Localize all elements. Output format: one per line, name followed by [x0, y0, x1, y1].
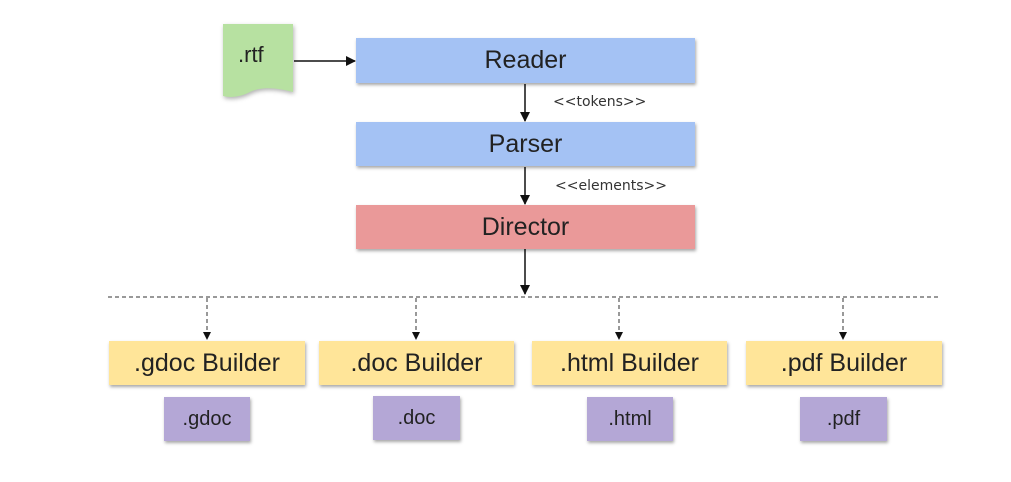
parser-node: Parser [356, 122, 695, 166]
pdf-builder-label: .pdf Builder [780, 348, 908, 377]
rtf-document-shape [223, 24, 293, 97]
html-output-label: .html [608, 407, 652, 430]
pdf-output-label: .pdf [826, 407, 861, 430]
tokens-edge-label: <<tokens>> [553, 94, 647, 110]
doc-builder-node: .doc Builder [319, 341, 514, 385]
html-output-node: .html [587, 397, 673, 441]
gdoc-output-node: .gdoc [164, 397, 250, 441]
doc-builder-label: .doc Builder [350, 348, 483, 377]
gdoc-builder-label: .gdoc Builder [134, 348, 280, 377]
doc-output-label: .doc [397, 406, 436, 429]
elements-edge-label: <<elements>> [555, 178, 667, 194]
pdf-output-node: .pdf [800, 397, 887, 441]
gdoc-builder-node: .gdoc Builder [109, 341, 305, 385]
reader-node: Reader [356, 38, 695, 83]
doc-output-node: .doc [373, 396, 460, 440]
pdf-builder-node: .pdf Builder [746, 341, 942, 385]
gdoc-output-label: .gdoc [182, 407, 232, 430]
director-node: Director [356, 205, 695, 249]
rtf-file-label: .rtf [238, 42, 264, 67]
reader-label: Reader [484, 46, 567, 74]
html-builder-label: .html Builder [560, 348, 699, 377]
director-label: Director [481, 212, 570, 241]
html-builder-node: .html Builder [532, 341, 727, 385]
parser-label: Parser [488, 129, 563, 158]
